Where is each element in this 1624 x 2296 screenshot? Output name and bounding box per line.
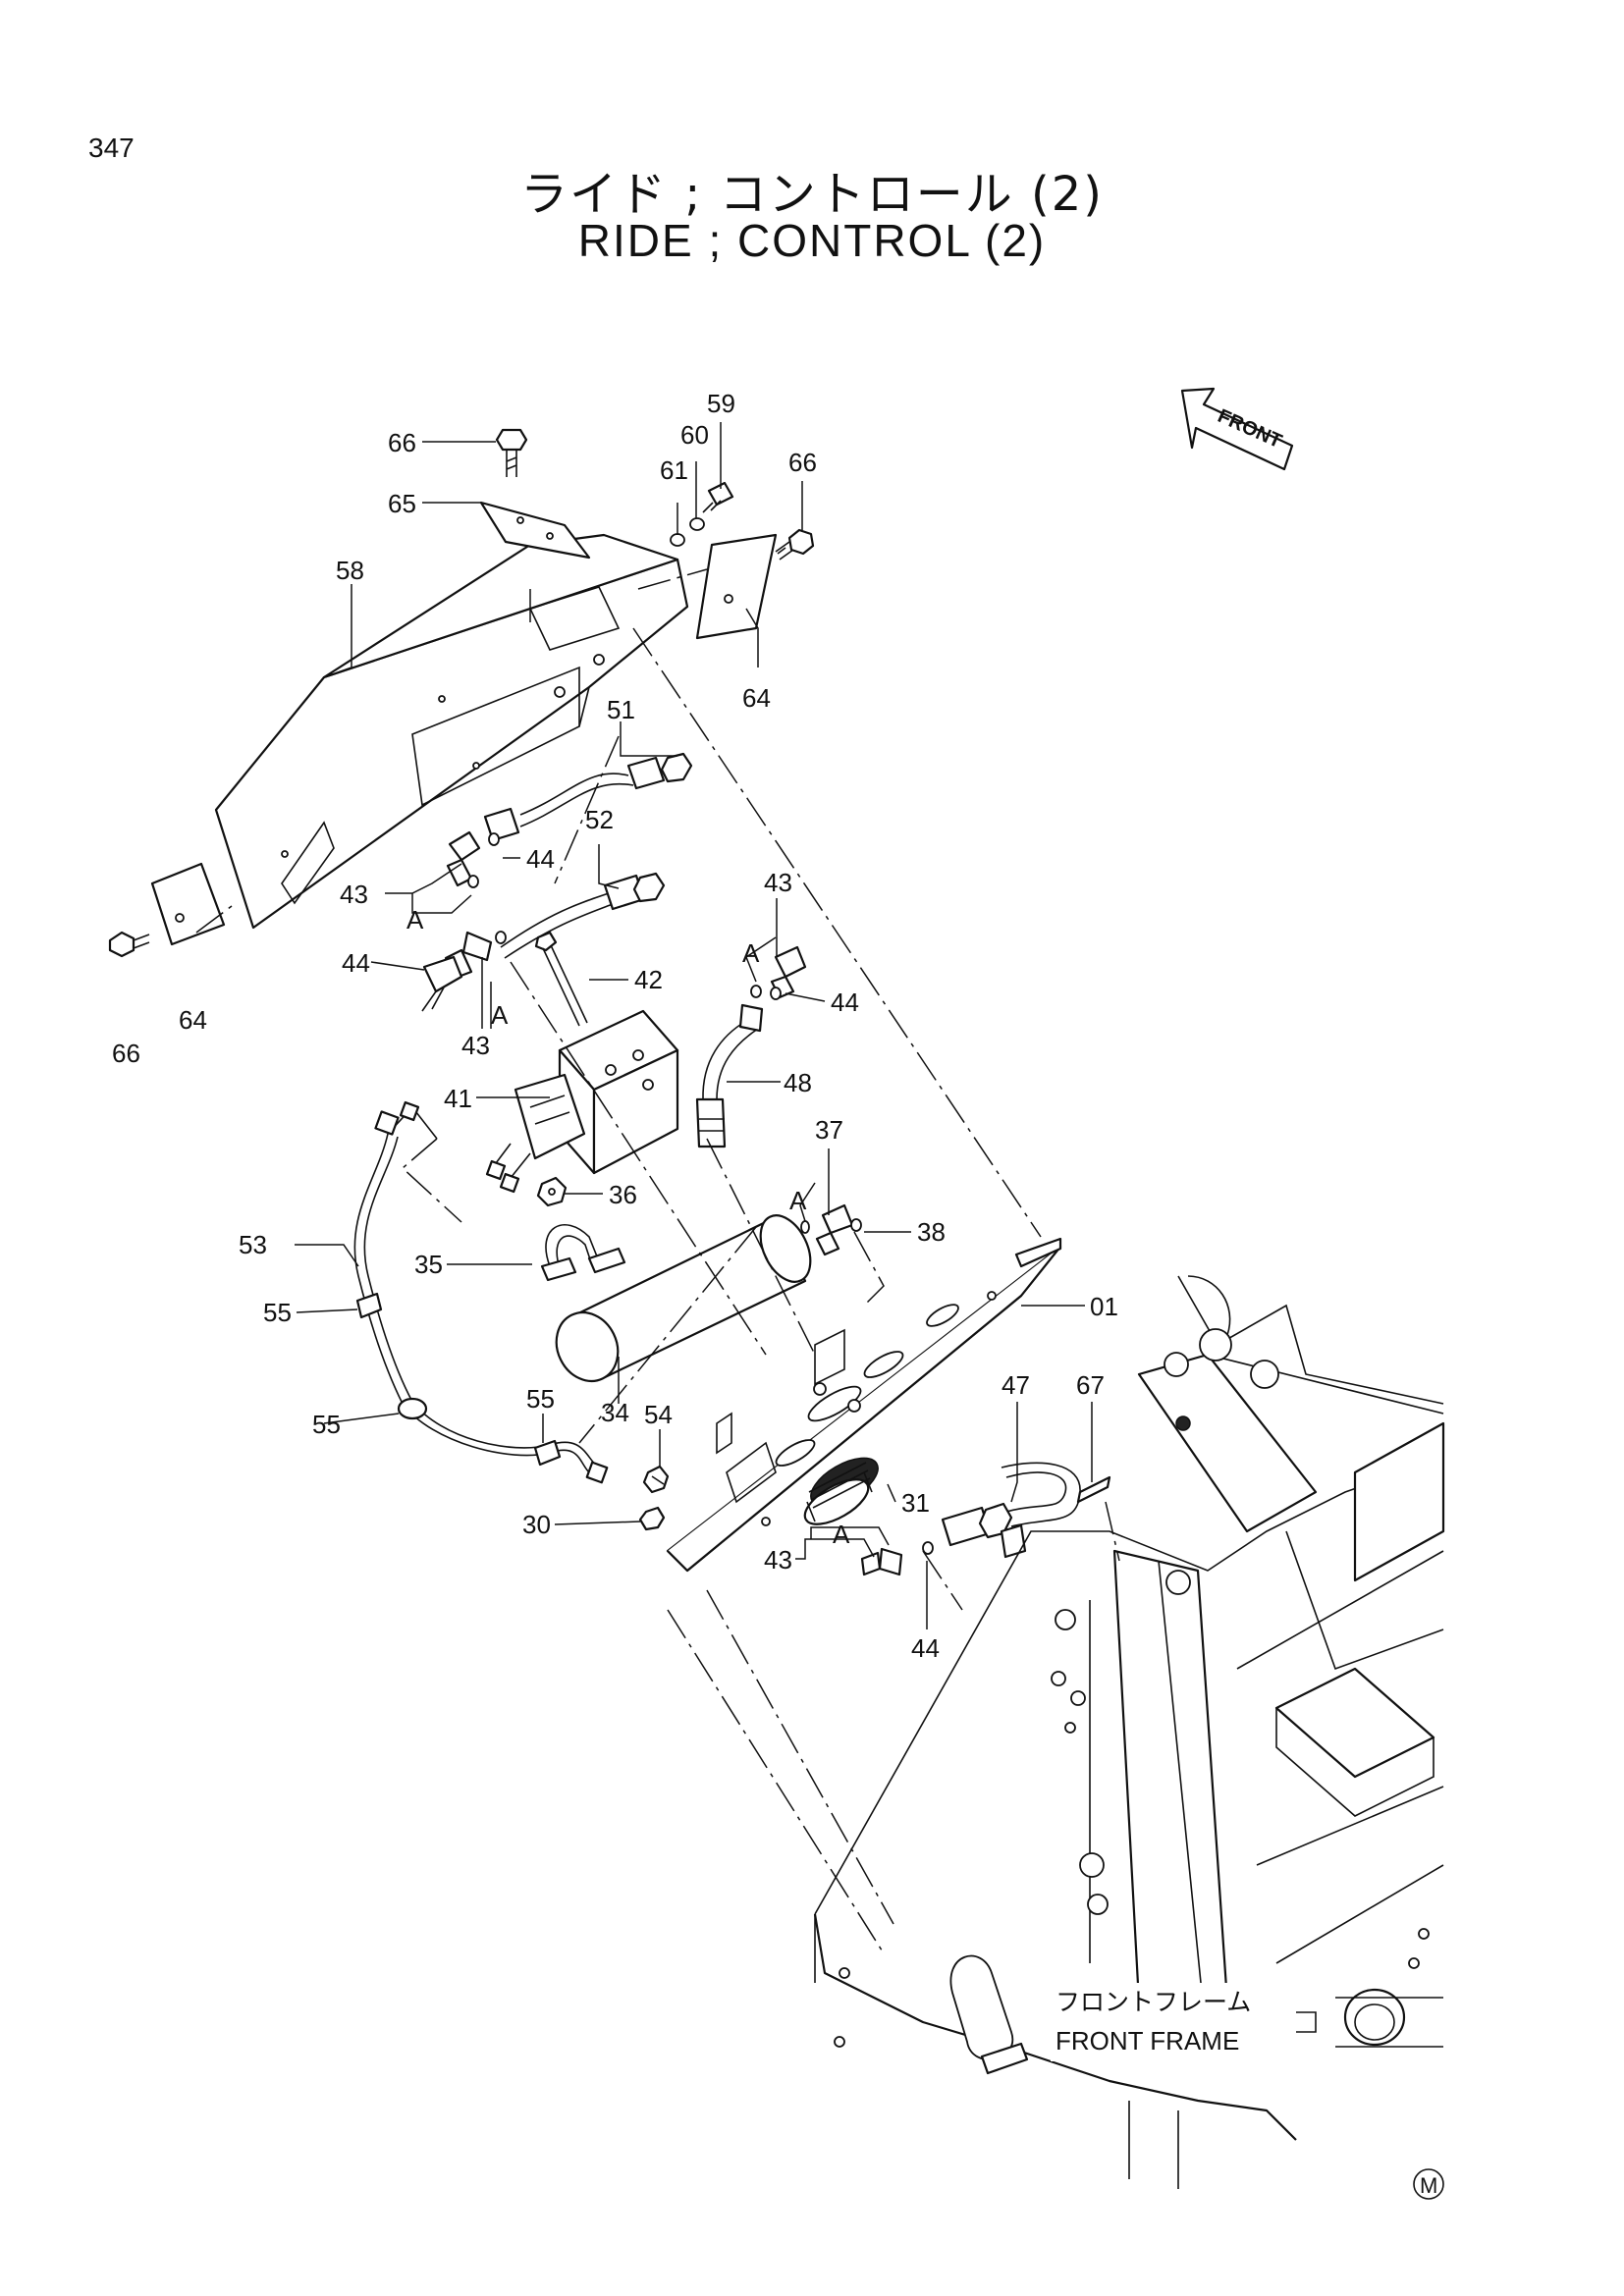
frame-label-background [1051, 1983, 1296, 2061]
callout-labels: 66 65 58 61 60 59 66 64 51 44 52 43 A 44… [112, 389, 1118, 1663]
callout-66-right: 66 [788, 448, 817, 477]
callout-43-b: 43 [461, 1031, 490, 1060]
o-ring-44-a [488, 832, 500, 846]
callout-64-lower: 64 [179, 1005, 207, 1035]
callout-38: 38 [917, 1217, 946, 1247]
elbow-fitting-43-bottom [860, 1547, 903, 1576]
callout-36: 36 [609, 1180, 637, 1209]
bolt-66-lower [108, 931, 150, 958]
callout-47: 47 [1001, 1370, 1030, 1400]
callout-44-b: 44 [342, 948, 370, 978]
callout-55-b: 55 [526, 1384, 555, 1414]
hose-48 [695, 1003, 764, 1148]
washer-60 [689, 517, 705, 531]
o-ring-44-d [750, 985, 762, 998]
callout-35: 35 [414, 1250, 443, 1279]
bolt-42 [534, 931, 588, 1027]
elbow-fitting-43-upper [446, 830, 481, 887]
page-title-japanese: ライド ; コントロール (2) [520, 167, 1104, 222]
o-ring-44-e [770, 987, 782, 1000]
callout-37: 37 [815, 1115, 843, 1145]
callout-58: 58 [336, 556, 364, 585]
callout-52: 52 [585, 805, 614, 834]
callout-44-d: 44 [911, 1633, 940, 1663]
callout-31: 31 [901, 1488, 930, 1518]
nut-36 [536, 1176, 568, 1207]
cover-58 [214, 533, 689, 930]
callout-48: 48 [784, 1068, 812, 1097]
callout-a-c: A [742, 938, 760, 968]
accumulator-34 [555, 1214, 812, 1383]
bolt-66-right [775, 528, 815, 561]
clip-55-c [533, 1439, 562, 1467]
callout-51: 51 [607, 695, 635, 724]
callout-a-e: A [833, 1520, 850, 1549]
bolt-30 [638, 1506, 666, 1531]
callout-43-a: 43 [340, 880, 368, 909]
bracket-65 [479, 501, 591, 560]
callout-43-d: 43 [764, 1545, 792, 1575]
leader-lines [295, 422, 1093, 1629]
callout-30: 30 [522, 1510, 551, 1539]
callout-01: 01 [1090, 1292, 1118, 1321]
callout-64-upper: 64 [742, 683, 771, 713]
valve-41 [485, 1009, 679, 1194]
m-mark: M [1413, 2168, 1444, 2200]
page-title: RIDE ; CONTROL (2) [577, 215, 1047, 266]
washer-61 [670, 533, 685, 547]
callout-a-a: A [406, 905, 424, 934]
bracket-64-lower [150, 862, 226, 946]
hose-47 [941, 1462, 1081, 1559]
hose-52 [500, 872, 666, 959]
bolt-59 [702, 481, 734, 513]
wiring-harness-53 [353, 1100, 609, 1484]
frame-label: FRONT FRAME [1056, 2026, 1239, 2056]
callout-43-c: 43 [764, 868, 792, 897]
o-ring-44-b [467, 875, 479, 888]
bolt-54 [642, 1465, 670, 1494]
callout-34: 34 [601, 1398, 629, 1427]
frame-label-japanese: フロントフレーム [1056, 1988, 1251, 2016]
callout-55-a: 55 [263, 1298, 292, 1327]
shim-67 [1076, 1475, 1111, 1504]
callout-a-d: A [789, 1186, 807, 1215]
callout-66-lower: 66 [112, 1039, 140, 1068]
adapter-44-left [421, 955, 463, 1012]
callout-a-b: A [491, 1000, 509, 1030]
front-frame [813, 1275, 1445, 2189]
callout-61: 61 [660, 455, 688, 485]
callout-66-top: 66 [388, 428, 416, 457]
callout-41: 41 [444, 1084, 472, 1113]
front-direction-arrow: FRONT [1180, 387, 1294, 471]
clip-55-a [355, 1292, 383, 1319]
o-ring-37 [800, 1220, 810, 1234]
o-ring-44-c [495, 931, 507, 944]
o-ring-44-f [922, 1541, 934, 1555]
clip-55-b [397, 1397, 428, 1420]
callout-44-c: 44 [831, 988, 859, 1017]
callout-59: 59 [707, 389, 735, 418]
o-ring-38 [850, 1218, 862, 1232]
callout-67: 67 [1076, 1370, 1105, 1400]
page-number: 347 [88, 133, 135, 163]
elbow-fitting-37 [815, 1203, 854, 1256]
callout-42: 42 [634, 965, 663, 994]
callout-55-c: 55 [312, 1410, 341, 1439]
damper-31 [803, 1457, 879, 1525]
callout-53: 53 [239, 1230, 267, 1259]
bracket-plate-01 [666, 1237, 1062, 1573]
callout-60: 60 [680, 420, 709, 450]
clamp-35 [540, 1224, 626, 1282]
m-mark-letter: M [1420, 2173, 1437, 2198]
bolt-66-top [495, 428, 528, 477]
callout-44-a: 44 [526, 844, 555, 874]
hose-51 [483, 752, 693, 842]
callout-54: 54 [644, 1400, 673, 1429]
bracket-64-upper [695, 533, 778, 640]
reference-lines [195, 568, 1120, 1954]
callout-65: 65 [388, 489, 416, 518]
